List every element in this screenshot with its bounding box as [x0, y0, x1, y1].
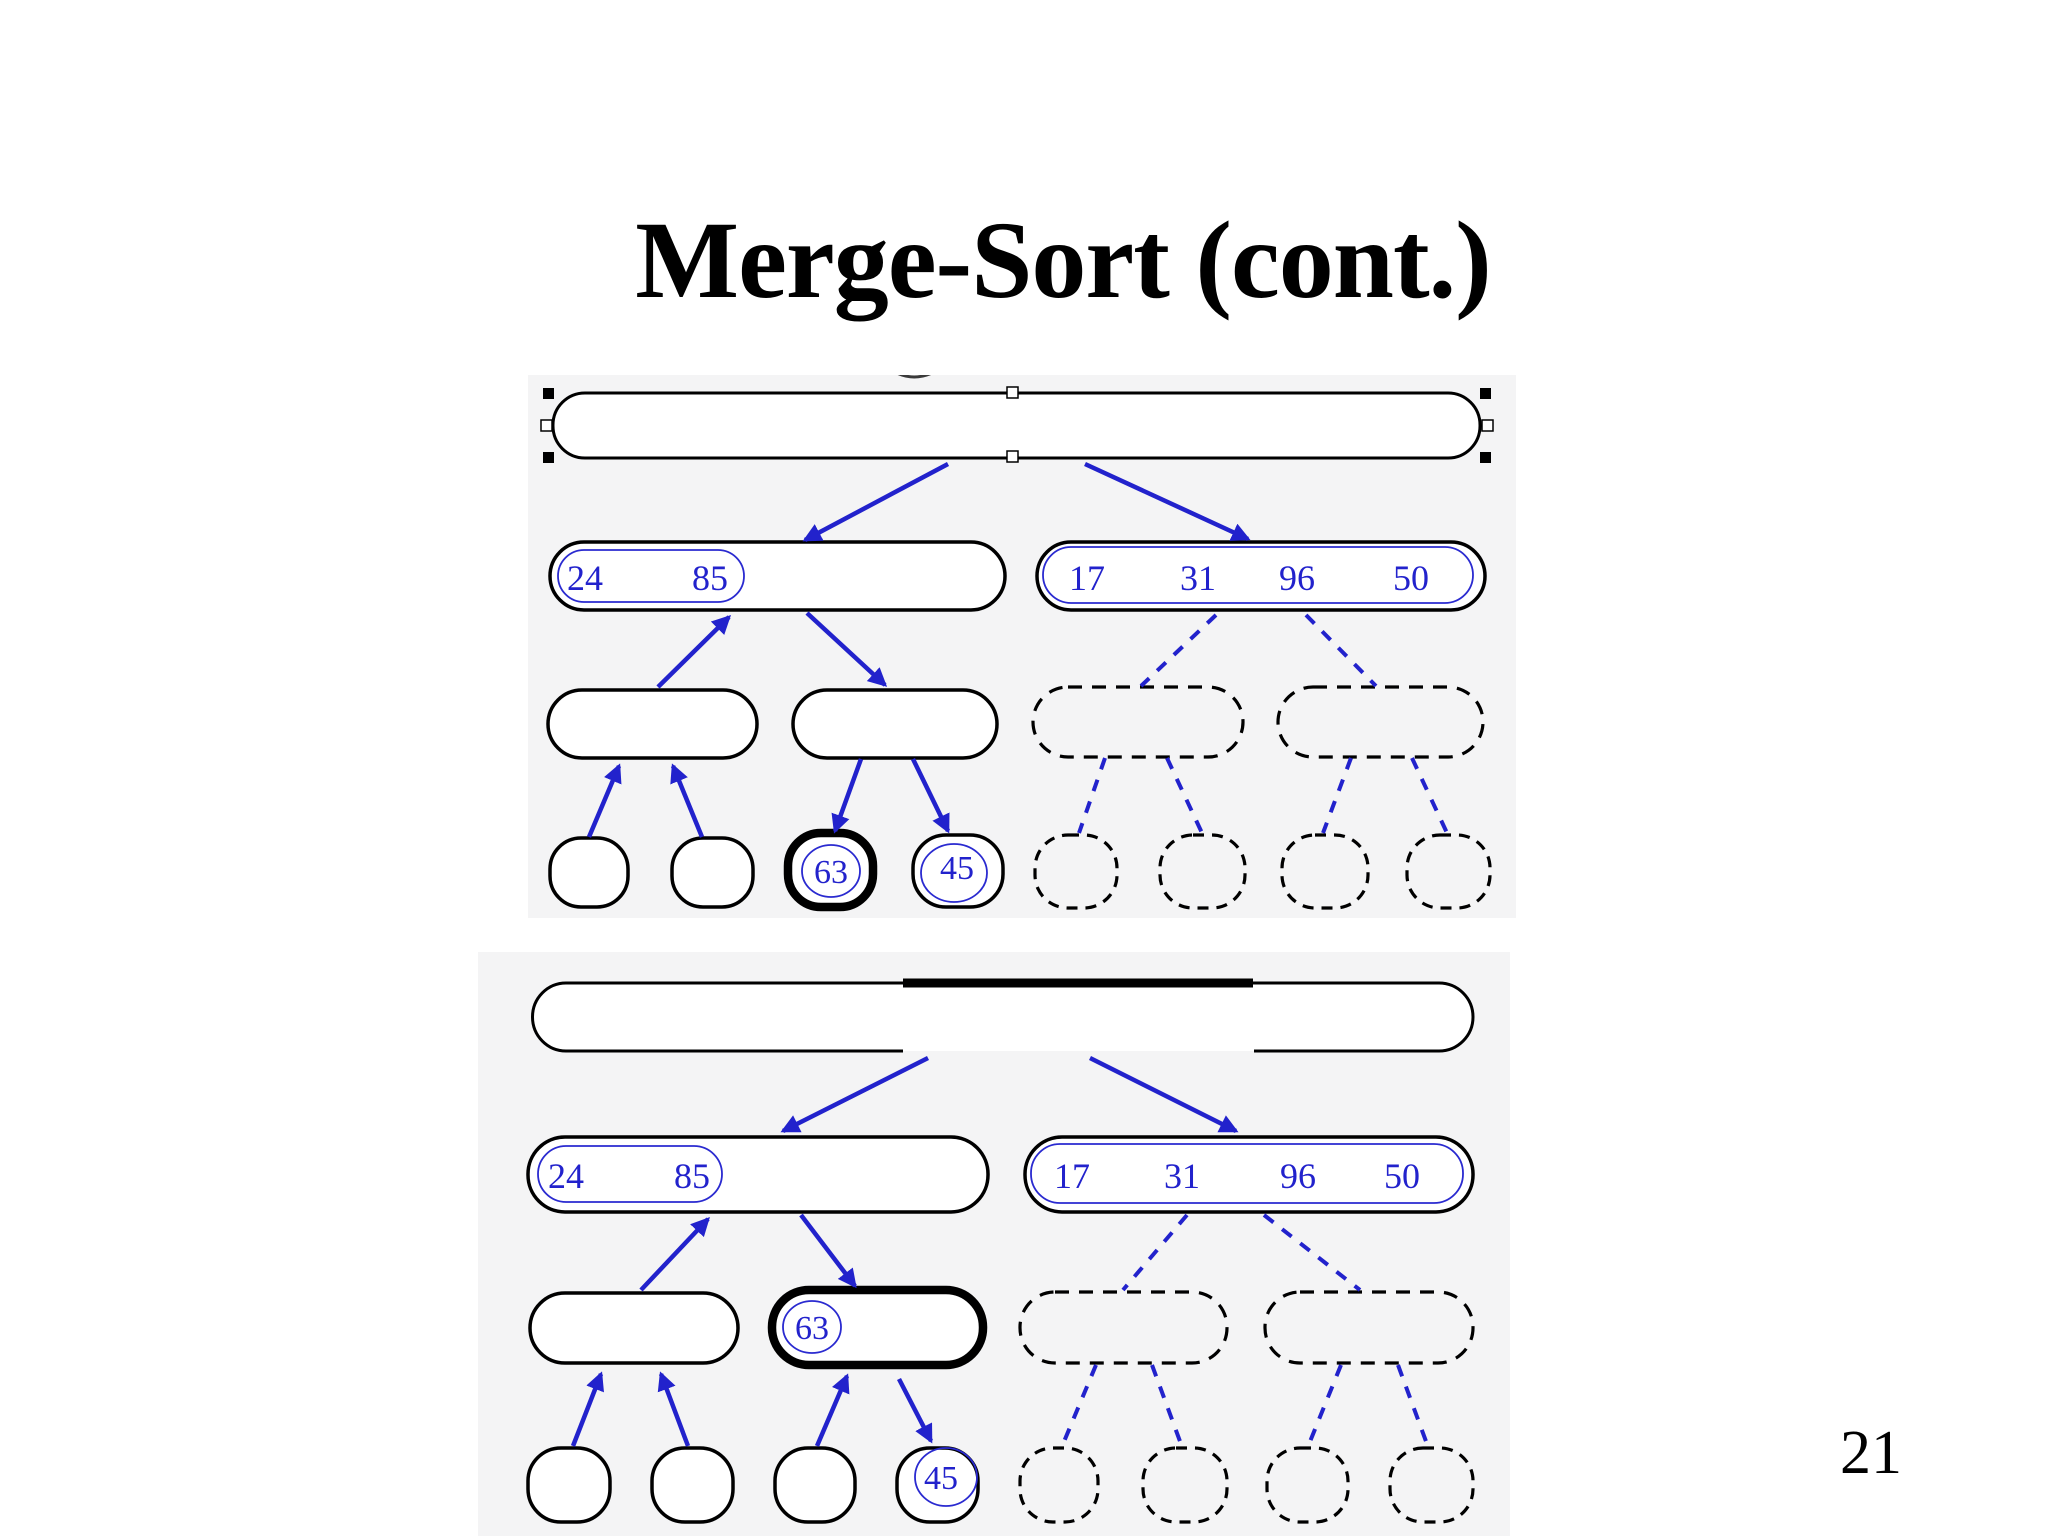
- merge-sort-tree-diagram-bottom: 24 85 17 31 96 50 63 45: [478, 952, 1510, 1536]
- value-circle: [920, 843, 988, 903]
- unvisited-run-node[interactable]: [1276, 685, 1485, 759]
- run-node-24-85[interactable]: [526, 1135, 990, 1214]
- future-edge: [1077, 757, 1107, 834]
- value-96: 96: [1279, 558, 1315, 598]
- future-edge: [1307, 1364, 1343, 1445]
- root-node-right-outline: [1253, 981, 1475, 1053]
- split-arrow: [910, 758, 951, 834]
- value-45: 45: [940, 850, 974, 887]
- unvisited-run-node[interactable]: [1018, 1290, 1229, 1365]
- future-edge: [1165, 757, 1204, 834]
- sorted-run-outline: [1030, 1143, 1464, 1204]
- merge-sort-tree-diagram-top: 24 85 17 31 96 50 63 45: [528, 375, 1516, 918]
- root-node-fill[interactable]: [532, 983, 1473, 1051]
- slide-page-number: 21: [1840, 1419, 1902, 1487]
- split-arrow: [1088, 1055, 1239, 1134]
- run-node-63-current[interactable]: [767, 1285, 988, 1370]
- value-50: 50: [1393, 558, 1429, 598]
- selection-handle[interactable]: [1480, 388, 1491, 399]
- unvisited-leaf-node[interactable]: [1405, 833, 1492, 910]
- empty-run-node[interactable]: [546, 688, 759, 760]
- future-edge: [1396, 1364, 1429, 1445]
- value-24: 24: [548, 1156, 584, 1196]
- value-31: 31: [1180, 558, 1216, 598]
- future-edge: [1061, 1364, 1098, 1445]
- unvisited-run-node[interactable]: [1031, 685, 1245, 759]
- unvisited-leaf-node[interactable]: [1033, 833, 1119, 910]
- split-arrow: [1084, 461, 1251, 542]
- sorted-run-outline: [537, 1145, 723, 1203]
- value-circle: [914, 1447, 978, 1507]
- unvisited-leaf-node[interactable]: [1018, 1446, 1100, 1524]
- future-edge: [1410, 757, 1449, 834]
- run-node-17-31-96-50[interactable]: [1023, 1135, 1475, 1214]
- selection-handle[interactable]: [1480, 452, 1491, 463]
- sorted-run-outline: [557, 549, 745, 603]
- split-arrow: [780, 1055, 930, 1134]
- value-circle: [801, 844, 861, 898]
- split-arrow: [831, 758, 864, 834]
- split-arrow: [897, 1377, 933, 1444]
- value-63: 63: [814, 854, 848, 891]
- value-circle: [782, 1300, 842, 1354]
- value-85: 85: [674, 1156, 710, 1196]
- leaf-node-empty[interactable]: [548, 836, 630, 909]
- split-arrow: [799, 1213, 857, 1289]
- merge-arrow: [814, 1373, 850, 1447]
- future-edge: [1121, 1213, 1189, 1292]
- root-node-left-outline: [531, 981, 903, 1053]
- value-31: 31: [1164, 1156, 1200, 1196]
- unvisited-leaf-node[interactable]: [1141, 1446, 1229, 1524]
- merge-arrow: [570, 1371, 604, 1447]
- sorted-run-outline: [1042, 546, 1474, 604]
- merge-arrow: [586, 763, 622, 838]
- selection-handle[interactable]: [540, 419, 553, 432]
- merge-arrow: [657, 1371, 691, 1447]
- value-63: 63: [795, 1310, 829, 1347]
- value-50: 50: [1384, 1156, 1420, 1196]
- leaf-node-empty[interactable]: [650, 1446, 735, 1524]
- future-edge: [1321, 757, 1353, 834]
- leaf-node-empty[interactable]: [526, 1446, 612, 1524]
- split-arrow: [802, 462, 950, 542]
- merge-arrow: [656, 615, 732, 689]
- merge-arrow: [670, 763, 705, 838]
- page-title: Merge-Sort (cont.): [635, 199, 1491, 321]
- empty-run-node[interactable]: [791, 688, 999, 760]
- future-edge: [1139, 613, 1218, 688]
- unvisited-leaf-node[interactable]: [1265, 1446, 1350, 1524]
- future-edge: [1304, 613, 1378, 688]
- unvisited-leaf-node[interactable]: [1158, 833, 1247, 910]
- selection-handle[interactable]: [543, 388, 554, 399]
- run-node-24-85[interactable]: [548, 540, 1007, 612]
- value-96: 96: [1280, 1156, 1316, 1196]
- split-arrow: [805, 611, 888, 687]
- future-edge: [1150, 1364, 1183, 1445]
- future-edge: [1262, 1213, 1362, 1292]
- rotation-handle-arc[interactable]: [893, 375, 936, 379]
- selection-handle[interactable]: [1006, 450, 1019, 463]
- selection-handle[interactable]: [1006, 386, 1019, 399]
- selection-handle[interactable]: [1481, 419, 1494, 432]
- merge-arrow: [639, 1216, 710, 1292]
- empty-run-node[interactable]: [528, 1291, 740, 1365]
- run-node-17-31-96-50[interactable]: [1035, 540, 1487, 612]
- leaf-node-empty[interactable]: [670, 836, 755, 909]
- unvisited-leaf-node[interactable]: [1388, 1446, 1475, 1524]
- unvisited-leaf-node[interactable]: [1280, 833, 1370, 910]
- unvisited-run-node[interactable]: [1263, 1290, 1475, 1365]
- value-17: 17: [1054, 1156, 1090, 1196]
- value-24: 24: [567, 558, 603, 598]
- selection-handle[interactable]: [543, 452, 554, 463]
- value-45: 45: [924, 1460, 958, 1497]
- leaf-node-empty[interactable]: [773, 1446, 857, 1524]
- root-node[interactable]: [551, 391, 1482, 460]
- value-85: 85: [692, 558, 728, 598]
- value-17: 17: [1069, 558, 1105, 598]
